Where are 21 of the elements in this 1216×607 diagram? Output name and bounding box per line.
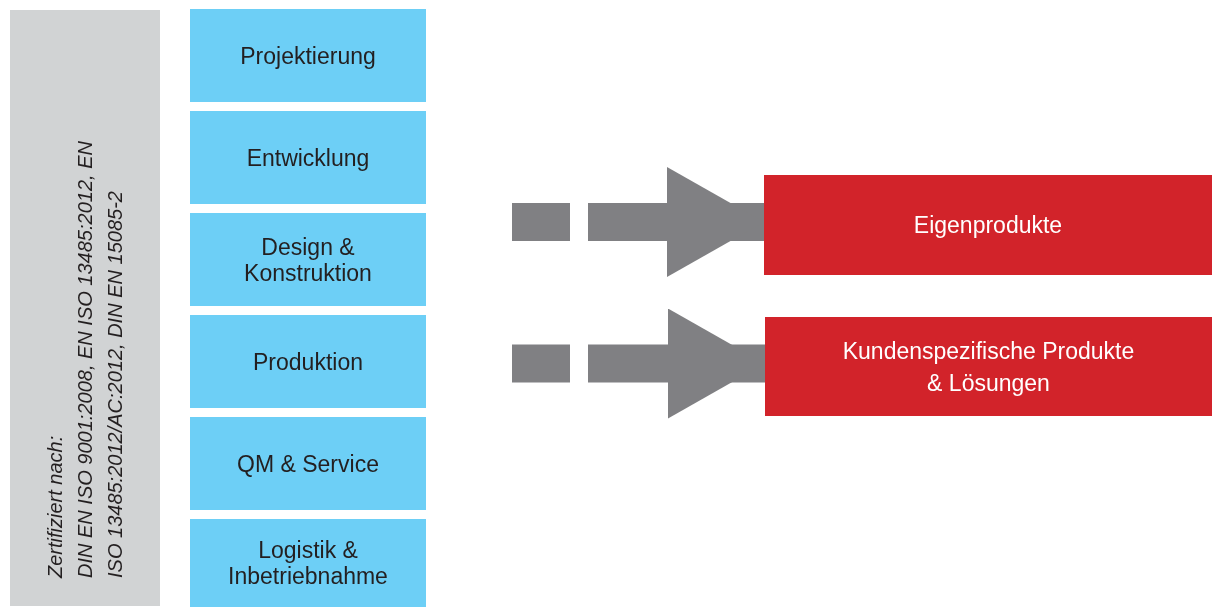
process-box — [190, 417, 426, 510]
certification-band — [10, 10, 160, 606]
process-box — [190, 213, 426, 306]
box-label: Design & Konstruktion — [243, 233, 373, 286]
process-box — [190, 519, 426, 607]
box-label: Kundenspezifische Produkte & Lösungen — [841, 336, 1136, 398]
box-label: Entwicklung — [245, 144, 371, 171]
process-box — [190, 9, 426, 102]
certification-heading: Zertifiziert nach: — [43, 434, 67, 581]
process-box — [190, 315, 426, 408]
block-arrow — [512, 167, 764, 277]
product-box — [764, 175, 1212, 275]
box-label: Produktion — [252, 348, 364, 375]
product-box — [765, 317, 1212, 416]
block-arrow — [512, 308, 765, 419]
box-label: Eigenprodukte — [912, 211, 1064, 240]
box-label: QM & Service — [236, 450, 380, 477]
process-box — [190, 111, 426, 204]
box-label: Projektierung — [239, 42, 377, 69]
box-label: Logistik & Inbetriebnahme — [227, 537, 389, 589]
certification-text: DIN EN ISO 9001:2008, EN ISO 13485:2012, EN ISO 13485:2012/AC:2012, DIN EN 15085-2 — [73, 140, 127, 580]
